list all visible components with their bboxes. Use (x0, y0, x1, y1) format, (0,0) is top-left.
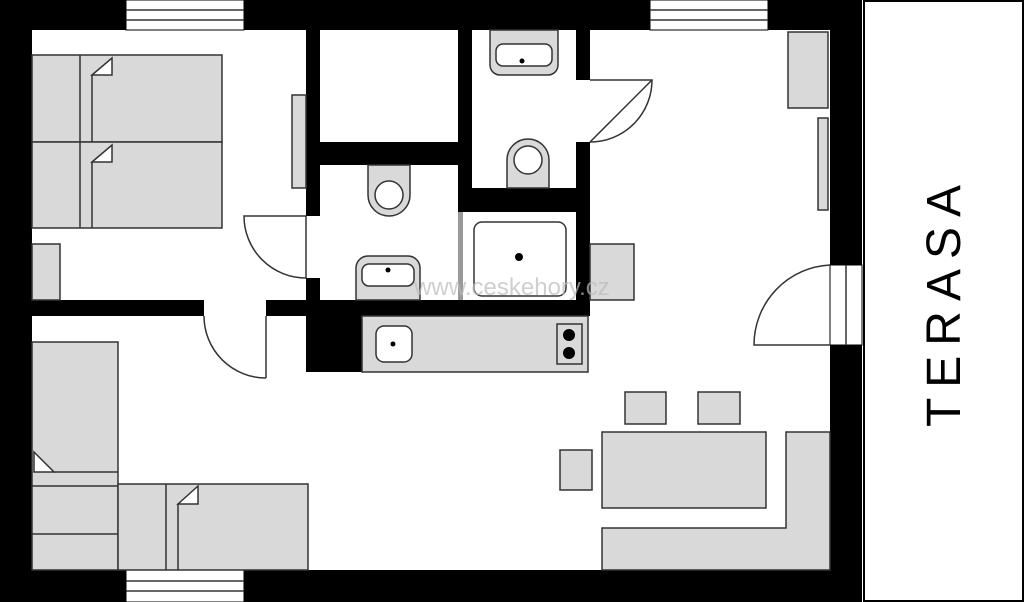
chair (559, 449, 593, 491)
shower-tray (473, 221, 567, 297)
window-bottom-left (125, 569, 245, 602)
kitchen-counter (361, 315, 589, 373)
chimney (306, 316, 362, 372)
entrance-door (753, 264, 863, 346)
shower-partition (458, 212, 463, 300)
cabinet (787, 31, 829, 109)
sink-2 (489, 29, 559, 76)
door-bedroom-2 (203, 300, 267, 379)
bed-3 (117, 483, 309, 571)
shelf (817, 117, 829, 211)
nightstand (31, 243, 61, 301)
toilet-1 (367, 164, 411, 217)
fridge (589, 243, 635, 301)
storage-room (320, 30, 458, 142)
corner-sofa (601, 431, 831, 571)
bed-2 (31, 341, 119, 571)
terrace (863, 0, 1024, 602)
wardrobe-1 (291, 94, 307, 189)
chair (697, 391, 741, 425)
door-bathroom (576, 79, 653, 143)
window-top-right (649, 0, 769, 31)
terrace-label: TERASA (918, 175, 971, 427)
window-top-left (125, 0, 245, 31)
toilet-2 (506, 138, 550, 189)
watermark: www.ceskehory.cz (413, 274, 610, 301)
chair (624, 391, 667, 425)
door-bedroom-1 (243, 215, 320, 279)
dining-table (601, 431, 767, 509)
sink-1 (355, 255, 421, 301)
double-bed-1 (31, 54, 223, 229)
